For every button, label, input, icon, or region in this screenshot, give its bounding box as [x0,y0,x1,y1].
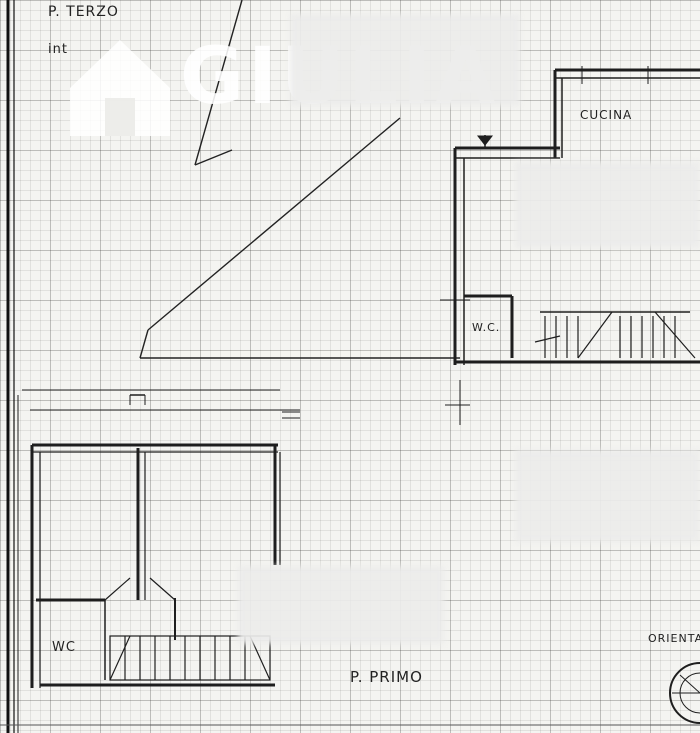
orientation-label: ORIENTA [648,632,700,645]
first-floor-label: P. PRIMO [350,668,423,686]
redaction-right-middle [515,450,700,542]
house-logo-icon [70,40,170,136]
redaction-right-upper [515,162,700,248]
top-floor-note: int [48,42,68,57]
first-floor-stair [109,635,271,681]
wc-right-label: W.C. [472,321,501,334]
top-floor-label: P. TERZO [48,4,119,20]
upper-floor-walls [440,66,700,425]
diagonal-lines [139,0,460,359]
wc-left-label: WC [52,640,76,655]
kitchen-label: CUCINA [580,108,633,122]
first-floor-walls [17,389,300,733]
redaction-top [290,14,520,106]
upper-stair [534,311,696,359]
redaction-bottom [238,566,444,644]
compass [669,662,700,724]
sheet-edge [6,0,15,733]
